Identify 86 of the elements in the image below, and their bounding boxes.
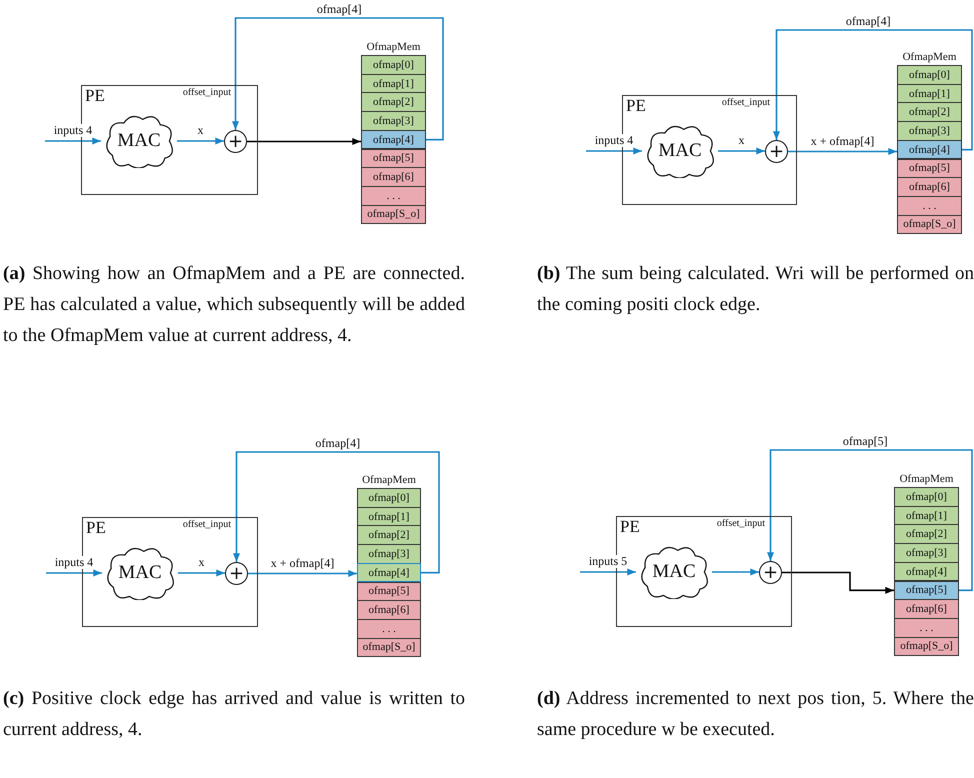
port-label: offset_input xyxy=(716,518,765,530)
memory-cell: ofmap[0] xyxy=(897,65,962,85)
port-label: offset_input xyxy=(182,519,231,531)
subfigure-caption: (b) The sum being calculated. Wri will be performed on the coming positi clock edge. xyxy=(537,262,974,317)
memory-cell: ofmap[4] xyxy=(357,562,421,582)
memory-title: OfmapMem xyxy=(898,472,954,486)
arrow xyxy=(718,148,765,154)
memory-cell: ofmap[3] xyxy=(894,543,959,563)
block-title: PE xyxy=(86,518,106,538)
edge-label: inputs 4 xyxy=(54,556,94,569)
arrow xyxy=(580,568,636,576)
memory-cell: ofmap[4] xyxy=(894,562,959,582)
pe-box xyxy=(82,517,258,627)
memory-title: OfmapMem xyxy=(366,40,422,54)
edge-label: ofmap[4] xyxy=(844,15,892,28)
adder-circle: + xyxy=(765,140,788,163)
block-title: PE xyxy=(85,86,105,106)
memory-cell: ofmap[4] xyxy=(897,140,962,160)
edge-label: inputs 5 xyxy=(588,555,628,568)
memory-cell: ofmap[2] xyxy=(894,524,959,544)
edge-label: inputs 4 xyxy=(52,124,94,137)
memory-cell: ofmap[3] xyxy=(897,121,962,141)
memory-cell: ofmap[1] xyxy=(357,506,421,526)
memory-cell: ofmap[6] xyxy=(894,599,959,619)
memory-cell: ofmap[0] xyxy=(361,55,426,75)
memory-cell: ofmap[3] xyxy=(357,544,421,564)
subfigure-caption: (d) Address incremented to next pos tion, 5. Where the same procedure w be executed. xyxy=(537,687,974,742)
memory-cell: ofmap[2] xyxy=(361,92,426,112)
arrow xyxy=(232,17,444,140)
memory-cell: ofmap[5] xyxy=(361,148,426,168)
arrow xyxy=(46,570,102,576)
memory-cell: ofmap[0] xyxy=(894,487,959,507)
arrow xyxy=(233,451,440,574)
memory-cell: ofmap[1] xyxy=(894,506,959,526)
pe-box xyxy=(616,516,792,627)
memory-cell: ofmap[0] xyxy=(357,488,421,508)
memory-title: OfmapMem xyxy=(361,473,417,487)
adder-circle: + xyxy=(224,130,247,153)
subfigure-caption: (a) Showing how an OfmapMem and a PE are connected. PE has calculated a value, which subsequently will be added to the OfmapMem value at current address, 4. xyxy=(3,262,465,348)
memory-cell: ofmap[5] xyxy=(894,580,959,600)
memory-cell: ofmap[5] xyxy=(357,582,421,602)
edge-label: ofmap[5] xyxy=(842,435,889,448)
memory-cell: ofmap[5] xyxy=(897,158,962,178)
memory-cell: ofmap[6] xyxy=(897,177,962,197)
arrow xyxy=(773,29,973,150)
edge-label: inputs 4 xyxy=(594,134,634,147)
arrow xyxy=(248,570,357,577)
arrow xyxy=(178,570,225,576)
memory-cell: ofmap[2] xyxy=(357,525,421,546)
memory-cell: . . . xyxy=(361,186,426,206)
memory-cell: ofmap[1] xyxy=(897,84,962,104)
subfigure-caption: (c) Positive clock edge has arrived and value is written to current address, 4. xyxy=(3,687,465,742)
block-title: PE xyxy=(620,517,640,537)
adder-circle: + xyxy=(225,562,248,585)
adder-circle: + xyxy=(759,561,782,584)
edge-label: x + ofmap[4] xyxy=(810,134,876,148)
memory-cell: ofmap[S_o] xyxy=(357,638,421,658)
edge-label: ofmap[4] xyxy=(316,3,363,16)
memory-title: OfmapMem xyxy=(902,50,958,64)
edge-label: x + ofmap[4] xyxy=(270,556,336,570)
port-label: offset_input xyxy=(722,97,770,109)
memory-cell: ofmap[6] xyxy=(361,167,426,187)
arrow xyxy=(247,138,361,145)
memory-cell: ofmap[S_o] xyxy=(894,636,959,656)
memory-cell: ofmap[4] xyxy=(361,130,426,150)
port-label: offset_input xyxy=(182,87,231,99)
arrow xyxy=(712,568,759,576)
pe-box xyxy=(622,95,797,205)
memory-cell: ofmap[1] xyxy=(361,74,426,94)
memory-cell: . . . xyxy=(894,618,959,638)
edge-label: ofmap[4] xyxy=(314,437,362,450)
arrow xyxy=(45,138,101,144)
arrow xyxy=(788,148,897,155)
arrow xyxy=(177,138,224,144)
memory-cell: ofmap[3] xyxy=(361,111,426,131)
arrow xyxy=(586,148,642,154)
block-title: PE xyxy=(626,96,646,116)
memory-cell: . . . xyxy=(357,618,421,639)
pe-box xyxy=(81,85,258,195)
memory-cell: ofmap[S_o] xyxy=(897,214,962,234)
arrow xyxy=(767,449,973,592)
arrow xyxy=(782,572,894,594)
memory-cell: ofmap[2] xyxy=(897,102,962,122)
memory-cell: ofmap[6] xyxy=(357,600,421,620)
memory-cell: ofmap[S_o] xyxy=(361,204,426,224)
memory-cell: . . . xyxy=(897,196,962,216)
